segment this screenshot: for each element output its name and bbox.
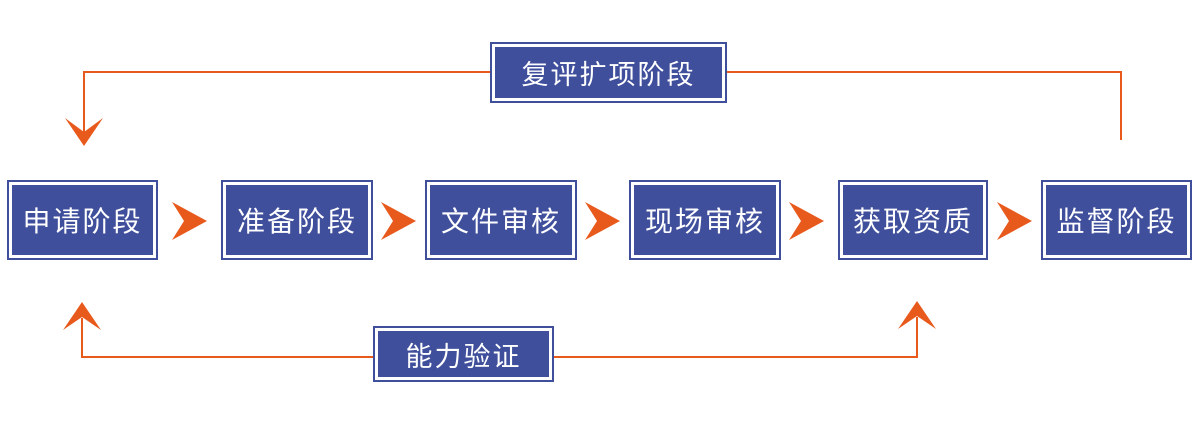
loop-box-fill: 复评扩项阶段 (495, 47, 722, 98)
stage-label: 获取资质 (852, 206, 973, 237)
loop-box-fill: 能力验证 (378, 331, 549, 377)
flow-chevron-icon (381, 202, 416, 240)
stage-box-fill: 现场审核 (634, 185, 776, 255)
loop-label-reassessment-expansion: 复评扩项阶段 (490, 42, 727, 103)
stage-box-supervision: 监督阶段 (1041, 180, 1192, 260)
arrow-up-icon (63, 302, 101, 330)
stage-box-fill: 监督阶段 (1046, 185, 1187, 255)
stage-label: 准备阶段 (236, 206, 357, 237)
stage-label: 文件审核 (440, 206, 561, 237)
flow-chevron-icon (997, 202, 1032, 240)
loop-label-proficiency-testing: 能力验证 (373, 326, 554, 382)
flow-chevron-icon (789, 202, 824, 240)
stage-box-fill: 获取资质 (843, 185, 983, 255)
flow-chevron-icon (585, 202, 620, 240)
stage-label: 现场审核 (644, 206, 765, 237)
arrow-up-icon (898, 301, 936, 329)
arrow-down-icon (65, 118, 103, 146)
stage-box-application: 申请阶段 (7, 180, 158, 260)
stage-box-onsite-review: 现场审核 (629, 180, 781, 260)
stage-box-document-review: 文件审核 (425, 180, 577, 260)
stage-box-fill: 文件审核 (430, 185, 572, 255)
stage-box-preparation: 准备阶段 (221, 180, 373, 260)
flow-chevron-icon (172, 202, 207, 240)
loop-label: 能力验证 (405, 341, 522, 372)
stage-label: 申请阶段 (22, 206, 143, 237)
stage-box-obtain-qualification: 获取资质 (838, 180, 988, 260)
stage-label: 监督阶段 (1056, 206, 1177, 237)
loop-label: 复评扩项阶段 (521, 60, 696, 90)
stage-box-fill: 准备阶段 (226, 185, 368, 255)
stage-box-fill: 申请阶段 (12, 185, 153, 255)
